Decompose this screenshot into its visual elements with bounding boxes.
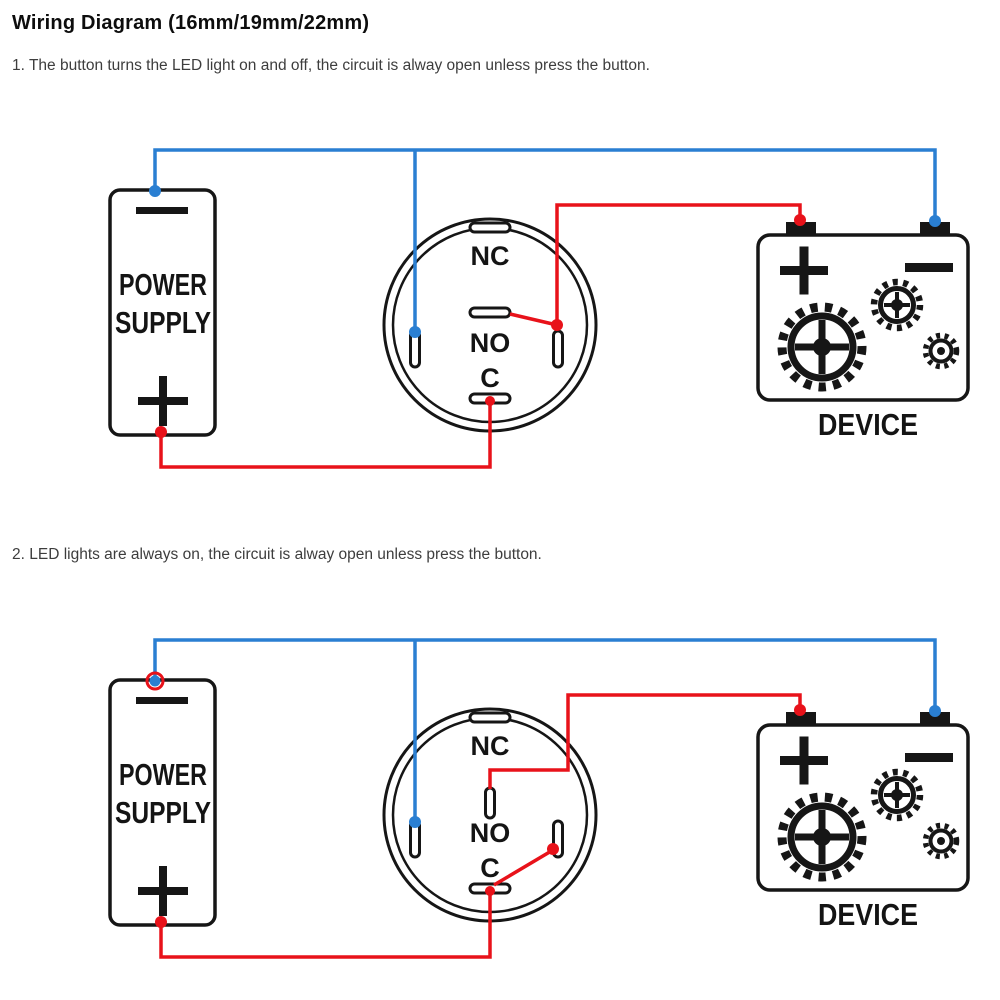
diagram-led-always-on: [108, 638, 1000, 959]
positive-link-slot-to-c: [493, 848, 554, 887]
junction-dot-red: [794, 704, 806, 716]
page-title: Wiring Diagram (16mm/19mm/22mm): [12, 12, 370, 34]
negative-wire: [153, 148, 937, 222]
junction-dot-red: [794, 214, 806, 226]
positive-wire-power-to-c: [159, 402, 492, 469]
section-2-caption: 2. LED lights are always on, the circuit…: [12, 546, 542, 563]
section-1-caption: 1. The button turns the LED light on and…: [12, 57, 650, 74]
junction-dot-red: [485, 886, 495, 896]
power-supply-unit: [108, 188, 217, 437]
positive-wire-no-to-device: [509, 203, 802, 328]
junction-dot-blue: [929, 705, 941, 717]
junction-dot-blue: [149, 675, 161, 687]
no-terminal-slot: [484, 786, 496, 820]
junction-dot-blue: [149, 185, 161, 197]
junction-dot-red: [155, 916, 167, 928]
junction-ring-red: [145, 671, 165, 691]
negative-wire: [153, 638, 937, 712]
junction-dot-red: [547, 843, 559, 855]
positive-wire-power-to-c: [159, 892, 492, 959]
device-unit-ref: [758, 222, 968, 442]
no-terminal-slot: [468, 306, 512, 319]
junction-dot-blue: [409, 816, 421, 828]
junction-dot-red: [485, 396, 495, 406]
junction-dot-red: [551, 319, 563, 331]
device-unit-ref: [758, 712, 968, 932]
junction-dot-red: [155, 426, 167, 438]
power-supply-unit: [108, 678, 217, 927]
junction-dot-blue: [409, 326, 421, 338]
positive-wire-device-to-center: [488, 693, 802, 789]
junction-dot-blue: [929, 215, 941, 227]
diagram-momentary-led-switched: POWER SUPPLY NC NO C: [108, 148, 1000, 469]
